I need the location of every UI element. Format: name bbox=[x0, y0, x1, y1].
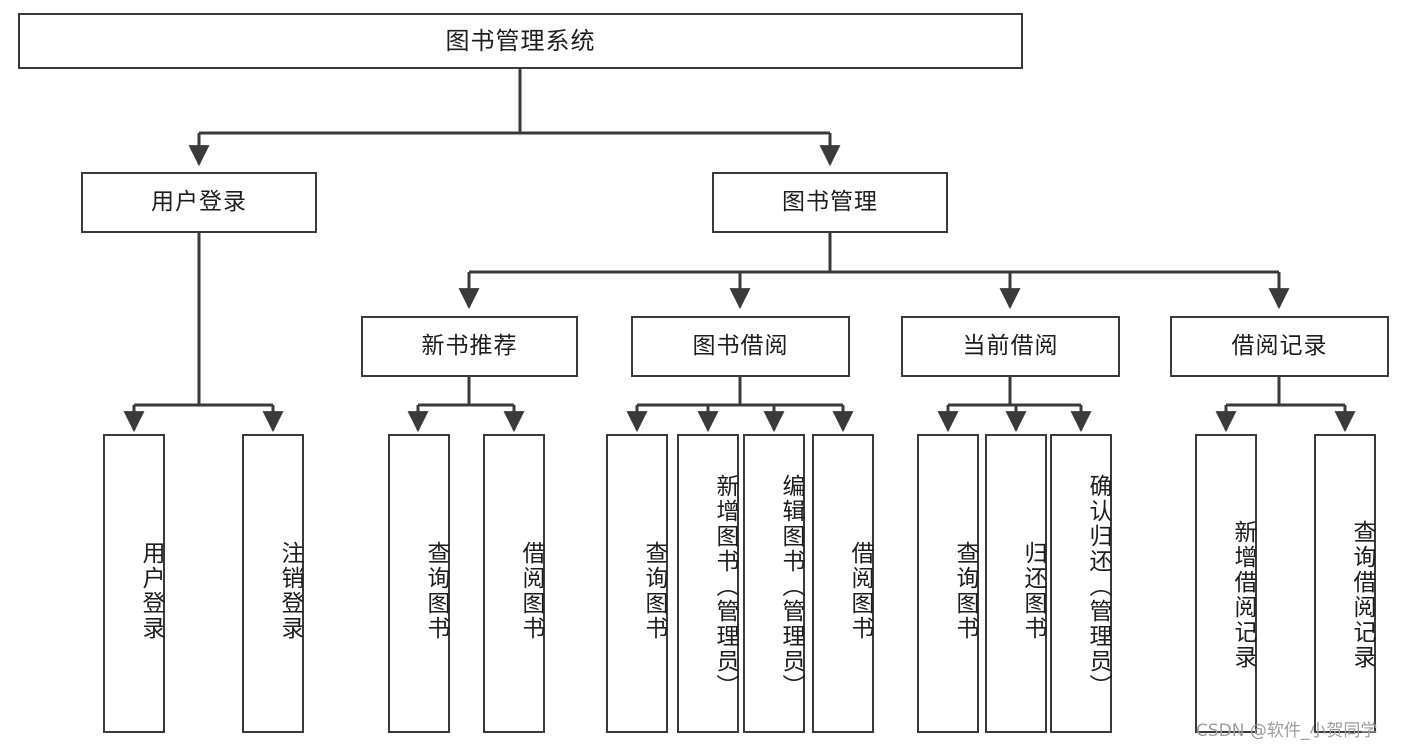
node-leaf-add-book-admin[interactable]: 新增图书（管理员） bbox=[677, 434, 739, 733]
node-label: 图书管理系统 bbox=[445, 26, 596, 55]
node-label: 查询图书 bbox=[423, 540, 449, 641]
node-leaf-add-borrow-record[interactable]: 新增借阅记录 bbox=[1195, 434, 1257, 733]
node-book-borrow[interactable]: 图书借阅 bbox=[631, 316, 850, 377]
node-borrow-record[interactable]: 借阅记录 bbox=[1170, 316, 1389, 377]
node-leaf-borrow-book-recommend[interactable]: 借阅图书 bbox=[483, 434, 545, 733]
node-new-book-recommend[interactable]: 新书推荐 bbox=[361, 316, 578, 377]
node-label: 查询图书 bbox=[641, 540, 667, 641]
watermark-csdn: CSDN @软件_小贺同学 bbox=[1196, 721, 1378, 741]
node-leaf-query-borrow-record[interactable]: 查询借阅记录 bbox=[1314, 434, 1376, 733]
node-leaf-return-book[interactable]: 归还图书 bbox=[985, 434, 1047, 733]
node-label: 图书借阅 bbox=[692, 332, 789, 359]
node-leaf-confirm-return-admin[interactable]: 确认归还（管理员） bbox=[1050, 434, 1112, 733]
node-label: 新增图书（管理员） bbox=[712, 474, 738, 699]
node-label: 图书管理 bbox=[782, 188, 878, 215]
node-label: 借阅图书 bbox=[518, 540, 544, 641]
node-label: 查询图书 bbox=[952, 540, 978, 641]
node-leaf-query-book-borrow[interactable]: 查询图书 bbox=[606, 434, 668, 733]
node-label: 编辑图书（管理员） bbox=[778, 474, 804, 699]
node-label: 借阅图书 bbox=[847, 540, 873, 641]
node-book-management[interactable]: 图书管理 bbox=[712, 172, 948, 233]
node-label: 确认归还（管理员） bbox=[1085, 474, 1111, 699]
node-root-book-management-system[interactable]: 图书管理系统 bbox=[18, 13, 1023, 69]
node-label: 归还图书 bbox=[1020, 540, 1046, 641]
node-label: 新增借阅记录 bbox=[1230, 519, 1256, 670]
node-label: 借阅记录 bbox=[1231, 332, 1328, 359]
node-user-login[interactable]: 用户登录 bbox=[81, 172, 317, 233]
node-leaf-edit-book-admin[interactable]: 编辑图书（管理员） bbox=[743, 434, 805, 733]
node-label: 注销登录 bbox=[277, 540, 303, 641]
node-label: 用户登录 bbox=[151, 188, 247, 215]
node-label: 当前借阅 bbox=[962, 332, 1059, 359]
node-leaf-logout-login[interactable]: 注销登录 bbox=[242, 434, 304, 733]
node-leaf-borrow-book-borrow[interactable]: 借阅图书 bbox=[812, 434, 874, 733]
node-current-borrow[interactable]: 当前借阅 bbox=[901, 316, 1120, 377]
node-leaf-query-book-current[interactable]: 查询图书 bbox=[917, 434, 979, 733]
node-label: 用户登录 bbox=[138, 540, 164, 641]
node-label: 查询借阅记录 bbox=[1349, 519, 1375, 670]
node-leaf-user-login[interactable]: 用户登录 bbox=[103, 434, 165, 733]
node-leaf-query-book-recommend[interactable]: 查询图书 bbox=[388, 434, 450, 733]
node-label: 新书推荐 bbox=[421, 332, 518, 359]
